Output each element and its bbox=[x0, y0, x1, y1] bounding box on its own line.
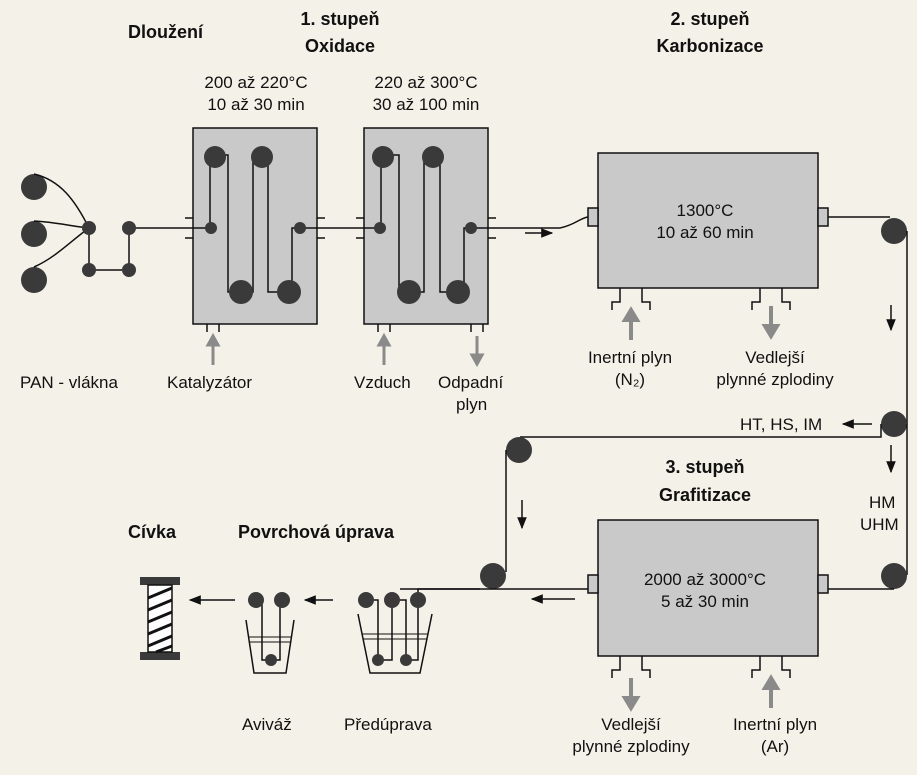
graphitization-time: 5 až 30 min bbox=[661, 592, 749, 611]
inert-gas-n2-label-2: (N₂) bbox=[614, 370, 646, 389]
stage2-name: Karbonizace bbox=[656, 36, 764, 56]
fiber-types-ht-hs-im: HT, HS, IM bbox=[740, 415, 823, 434]
graphitization-furnace bbox=[400, 519, 829, 712]
pretreatment-bath bbox=[357, 588, 480, 674]
softener-label: Aviváž bbox=[242, 715, 292, 734]
fiber-types-uhm: UHM bbox=[860, 515, 899, 534]
oven2-temperature: 220 až 300°C bbox=[374, 73, 478, 92]
carbonization-furnace bbox=[559, 152, 890, 340]
drawing-title: Dloužení bbox=[128, 22, 203, 42]
byproducts3-label-2: plynné zplodiny bbox=[572, 737, 690, 756]
surface-treatment-title: Povrchová úprava bbox=[238, 522, 395, 542]
carbonization-time: 10 až 60 min bbox=[656, 223, 754, 242]
graphitization-temperature: 2000 až 3000°C bbox=[643, 570, 767, 589]
waste-gas-label-2: plyn bbox=[456, 395, 488, 414]
waste-gas-label-1: Odpadní bbox=[438, 373, 504, 392]
stage3-name: Grafitizace bbox=[658, 485, 752, 505]
oxidation-oven-2 bbox=[330, 127, 560, 368]
softener-bath bbox=[245, 592, 295, 674]
byproducts-label-2: plynné zplodiny bbox=[716, 370, 834, 389]
oven1-temperature: 200 až 220°C bbox=[204, 73, 308, 92]
stage1-title: 1. stupeň bbox=[300, 9, 380, 29]
byproducts3-label-1: Vedlejší bbox=[601, 715, 661, 734]
coil-title: Cívka bbox=[128, 522, 177, 542]
fiber-types-hm: HM bbox=[869, 493, 896, 512]
byproducts-label-1: Vedlejší bbox=[745, 348, 805, 367]
pretreatment-label: Předúprava bbox=[344, 715, 432, 734]
stage1-name: Oxidace bbox=[304, 36, 376, 56]
transfer-path bbox=[480, 218, 908, 590]
oxidation-oven-1 bbox=[185, 127, 330, 365]
stage2-title: 2. stupeň bbox=[670, 9, 750, 29]
drawing-rollers bbox=[82, 221, 190, 277]
inert-gas-ar-label-1: Inertní plyn bbox=[732, 715, 818, 734]
pan-feed-rollers bbox=[21, 173, 90, 293]
stage3-title: 3. stupeň bbox=[665, 457, 745, 477]
pan-fibers-label: PAN - vlákna bbox=[20, 373, 118, 392]
oven1-time: 10 až 30 min bbox=[207, 95, 305, 114]
inert-gas-ar-label-2: (Ar) bbox=[760, 737, 790, 756]
spool bbox=[140, 577, 180, 660]
catalyst-label: Katalyzátor bbox=[167, 373, 253, 392]
carbonization-temperature: 1300°C bbox=[676, 201, 734, 220]
air-label: Vzduch bbox=[354, 373, 411, 392]
oven2-time: 30 až 100 min bbox=[372, 95, 480, 114]
inert-gas-n2-label-1: Inertní plyn bbox=[587, 348, 673, 367]
